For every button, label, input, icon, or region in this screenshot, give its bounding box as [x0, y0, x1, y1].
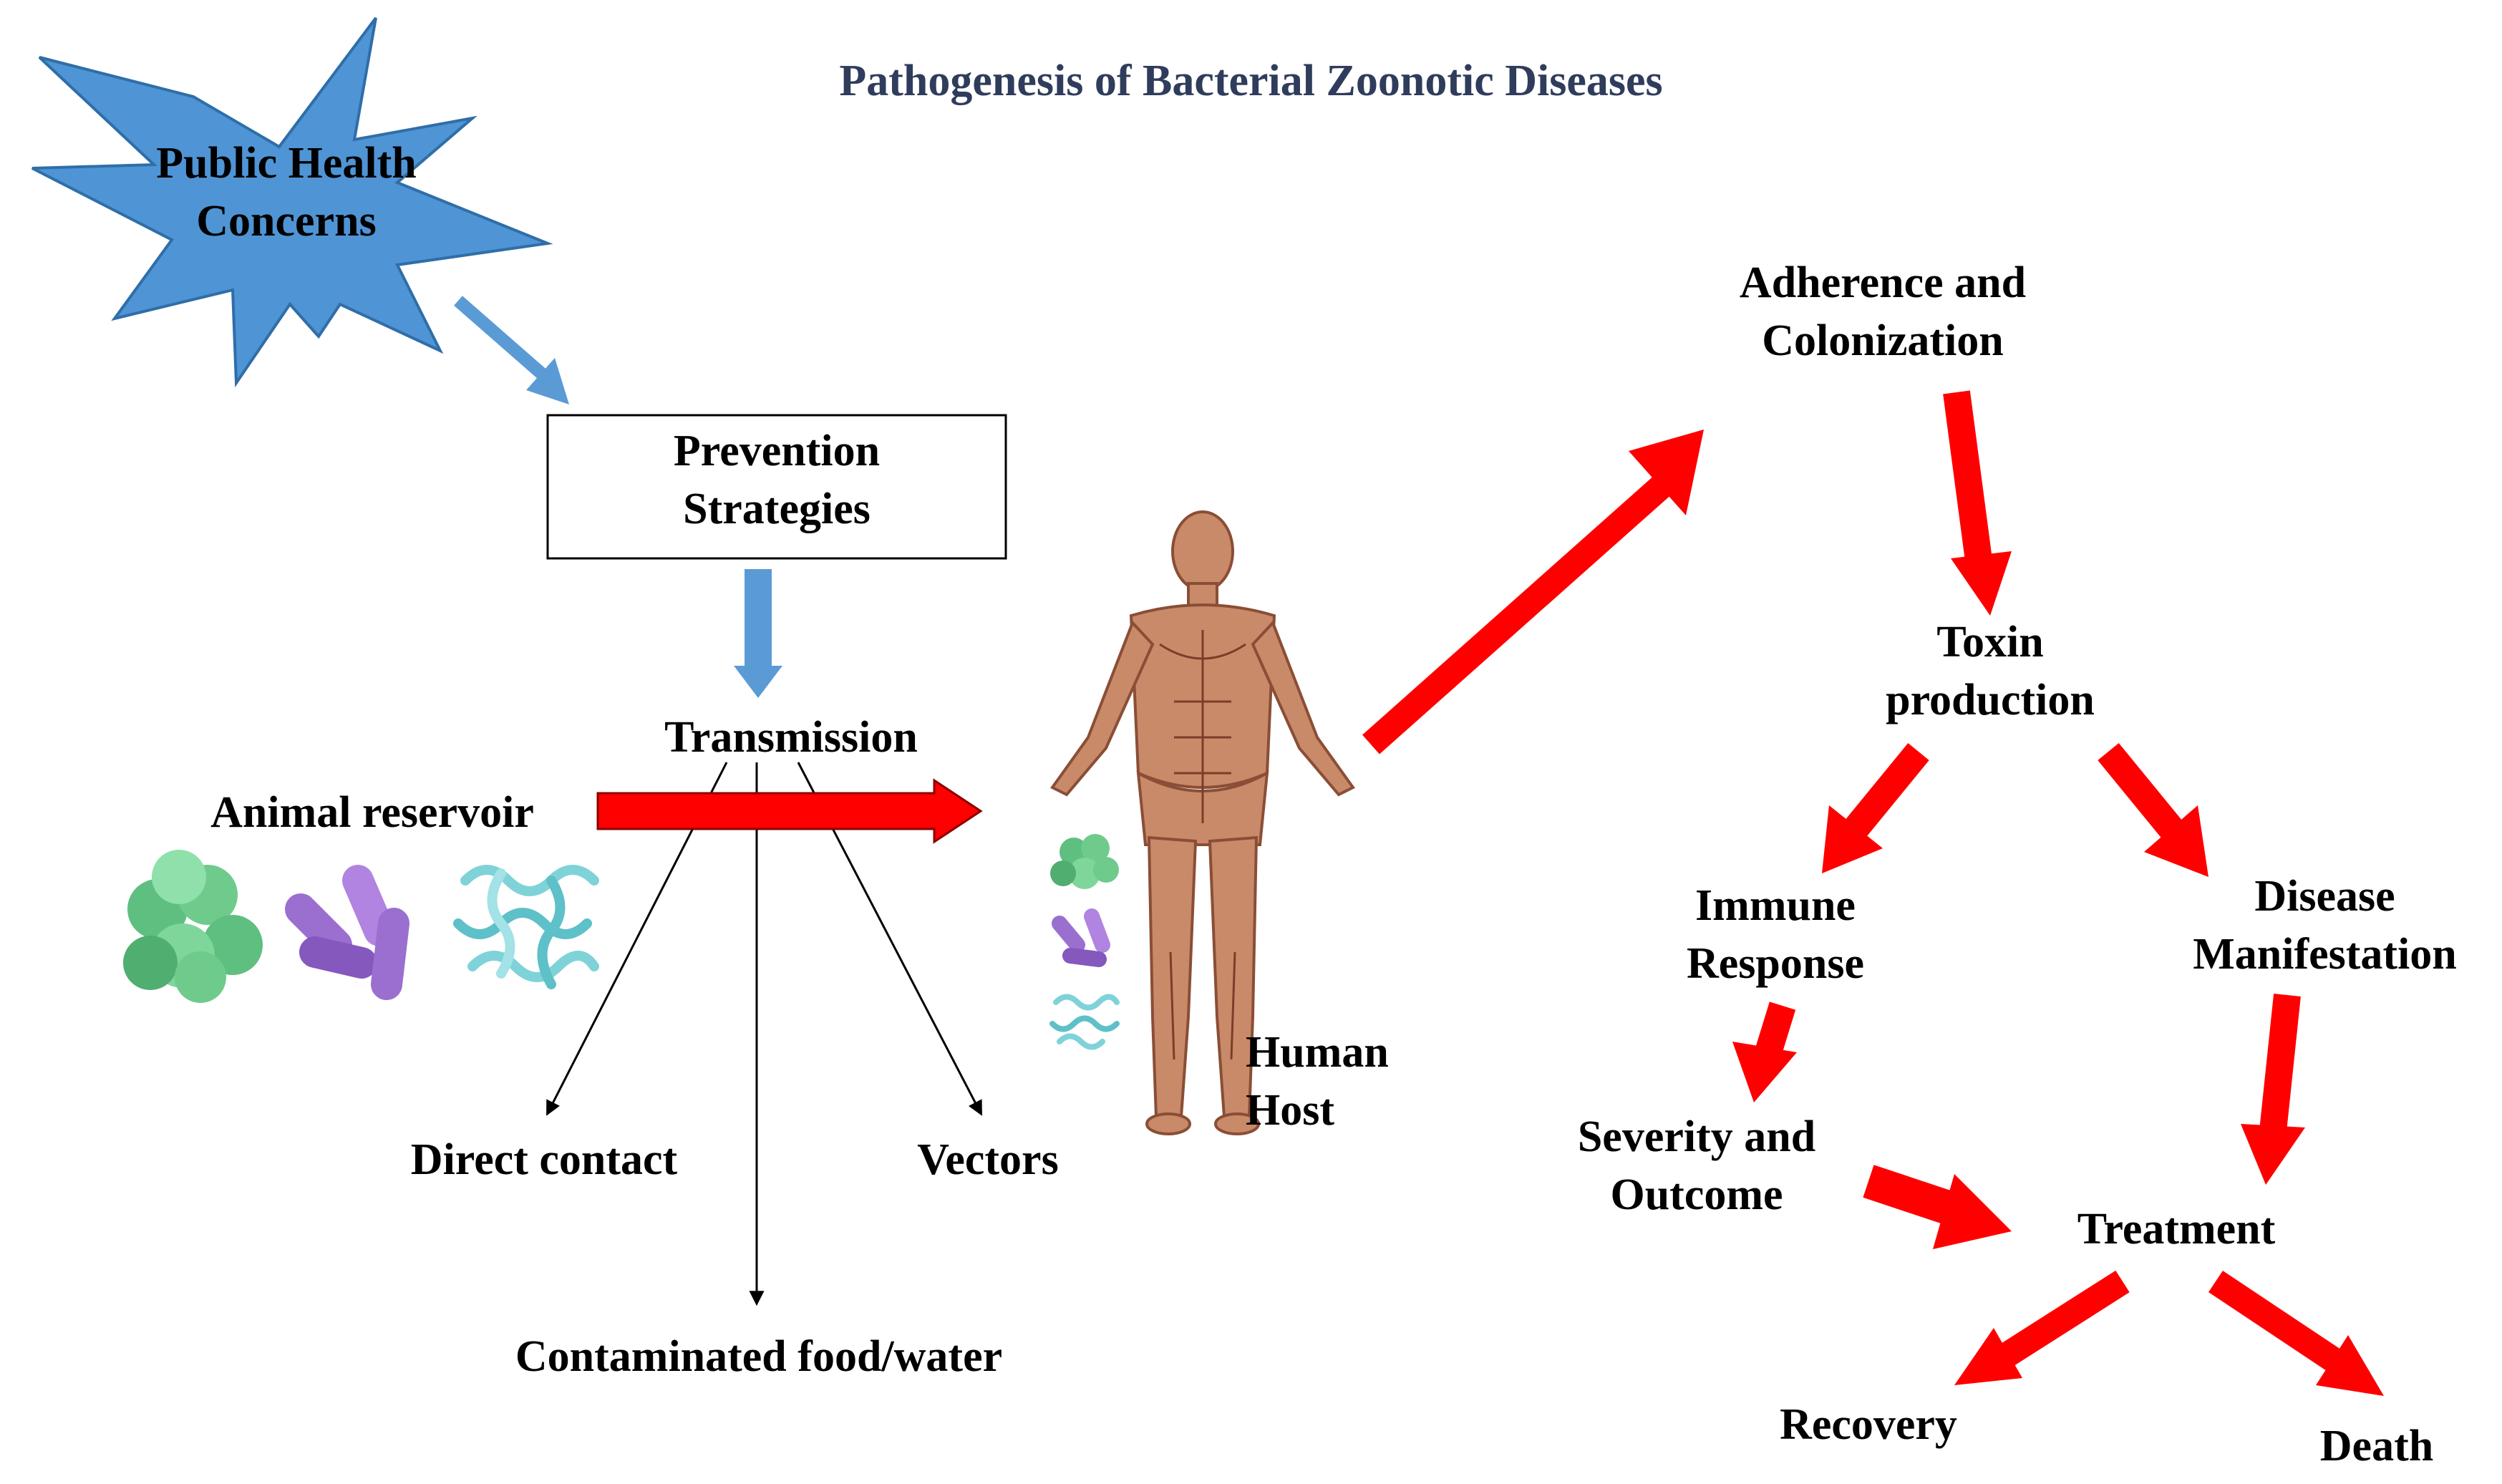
treatment-to-death-arrow-head: [2316, 1335, 2384, 1396]
adherence-to-toxin-arrow-shaft: [1943, 390, 1993, 568]
public-health-starburst: [31, 16, 553, 388]
severity-label: Severity and Outcome: [1518, 1108, 1876, 1223]
cocci-bacteria-icon: [123, 850, 263, 1003]
vectors-label: Vectors: [917, 1135, 1059, 1184]
host-to-adherence-arrow-shaft: [1362, 477, 1669, 755]
immune-line1: Immune: [1695, 881, 1856, 930]
diagram-title: Pathogenesis of Bacterial Zoonotic Disea…: [839, 57, 1663, 105]
immune-to-severity-arrow-head: [1732, 1042, 1797, 1102]
direct-contact-label: Direct contact: [410, 1135, 678, 1184]
prevention-box: [546, 414, 1007, 560]
spirilla-bacteria-icon: [453, 865, 599, 989]
small-cocci-icon: [1050, 834, 1119, 889]
prevention-line2: Strategies: [683, 484, 871, 533]
adherence-line2: Colonization: [1762, 316, 2004, 365]
recovery-label: Recovery: [1780, 1400, 1957, 1449]
immune-to-severity-arrow-shaft: [1755, 1002, 1796, 1057]
treatment-label: Treatment: [2077, 1205, 2276, 1253]
reservoir-to-host-arrow: [596, 778, 983, 844]
disease-to-treatment-arrow-shaft: [2259, 994, 2301, 1133]
transmission-label: Transmission: [664, 713, 918, 762]
small-spirilla-icon: [1049, 994, 1120, 1050]
toxin-line1: Toxin: [1936, 618, 2044, 666]
immune-label: Immune Response: [1611, 877, 1940, 992]
severity-to-treatment-arrow-shaft: [1863, 1165, 1960, 1226]
adherence-to-toxin-arrow-head: [1951, 551, 2012, 616]
toxin-to-disease-arrow-shaft: [2098, 742, 2183, 840]
host-to-adherence-arrow-head: [1629, 430, 1704, 515]
disease-line1: Disease: [2254, 872, 2395, 921]
toxin-label: Toxin production: [1811, 614, 2169, 729]
toxin-to-disease-arrow-head: [2144, 805, 2208, 877]
severity-line1: Severity and: [1577, 1112, 1816, 1161]
treatment-to-recovery-arrow-head: [1954, 1328, 2022, 1385]
death-label: Death: [2319, 1422, 2434, 1470]
severity-to-treatment-arrow-head: [1933, 1174, 2012, 1249]
toxin-to-immune-arrow-head: [1822, 805, 1883, 873]
prevention-to-transmission-arrow-shaft: [745, 569, 772, 669]
disease-to-treatment-arrow-head: [2241, 1124, 2305, 1185]
treatment-to-recovery-arrow-shaft: [1997, 1270, 2130, 1368]
prevention-label: Prevention Strategies: [548, 422, 1006, 538]
immune-line2: Response: [1686, 939, 1865, 988]
adherence-label: Adherence and Colonization: [1675, 254, 2090, 369]
contaminated-label: Contaminated food/water: [515, 1332, 1003, 1381]
human-host-line1: Human: [1246, 1028, 1389, 1077]
toxin-to-immune-arrow-shaft: [1843, 742, 1929, 840]
bacilli-bacteria-icon: [285, 865, 409, 1000]
disease-line2: Manifestation: [2193, 929, 2457, 979]
star-to-prevention-arrow-shaft: [454, 296, 548, 381]
disease-label: Disease Manifestation: [2148, 868, 2502, 983]
severity-line2: Outcome: [1610, 1170, 1783, 1219]
animal-reservoir-label: Animal reservoir: [210, 788, 534, 837]
human-host-line2: Host: [1246, 1085, 1334, 1135]
prevention-line1: Prevention: [673, 427, 881, 475]
public-health-line1: Public Health: [156, 139, 417, 188]
public-health-line2: Concerns: [196, 196, 377, 246]
treatment-to-death-arrow-shaft: [2208, 1271, 2341, 1371]
adherence-line1: Adherence and: [1739, 258, 2027, 307]
human-host-label: Human Host: [1246, 1024, 1410, 1139]
prevention-to-transmission-arrow-head: [734, 666, 782, 698]
human-muscle-lines: [1159, 630, 1246, 1060]
public-health-label: Public Health Concerns: [100, 135, 472, 250]
star-to-prevention-arrow-head: [526, 358, 569, 404]
small-bacilli-icon: [1052, 908, 1110, 967]
toxin-line2: production: [1886, 675, 2095, 724]
